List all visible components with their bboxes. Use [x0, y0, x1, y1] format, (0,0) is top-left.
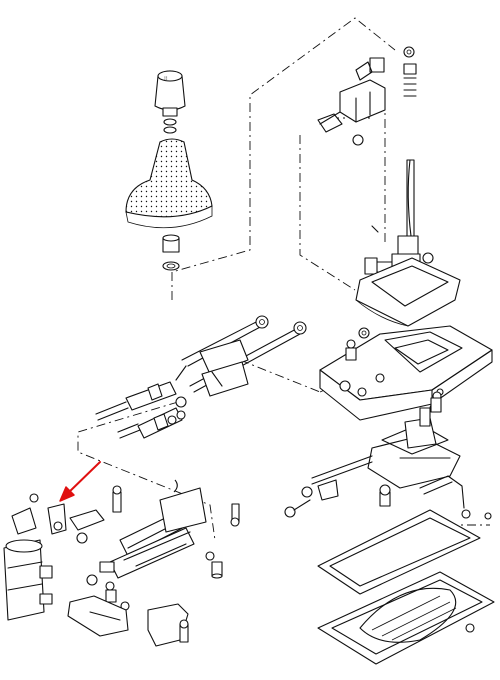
transmission-linkage — [67, 479, 240, 647]
shift-cables — [95, 315, 307, 439]
shifter-seal-ring — [355, 257, 461, 327]
red-arrow-icon — [59, 461, 101, 502]
shift-knob: ∷ — [154, 70, 186, 134]
shift-boot — [125, 138, 213, 271]
svg-text:∷: ∷ — [164, 75, 168, 82]
shifter-housing — [319, 325, 493, 421]
floor-plate — [317, 509, 495, 665]
shift-mechanism-lower — [284, 391, 471, 519]
transmission-casing — [3, 493, 105, 621]
